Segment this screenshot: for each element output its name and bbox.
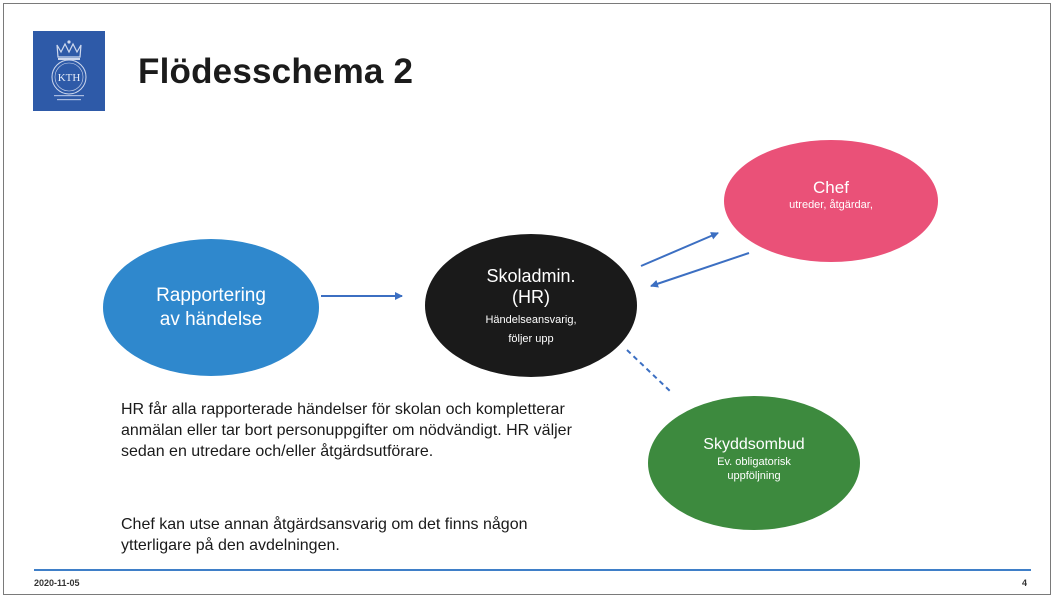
page-number: 4	[1022, 578, 1028, 588]
dashed-link-hr-to-skyddsombud	[626, 349, 672, 393]
note-paragraph-chef: Chef kan utse annan åtgärdsansvarig om d…	[121, 516, 528, 554]
node-hr-sub-2: följer upp	[508, 332, 554, 345]
flow-arrows	[321, 232, 750, 393]
page-title: Flödesschema 2	[138, 52, 414, 91]
footer-divider	[34, 569, 1031, 571]
node-hr-sub-1: Händelseansvarig,	[485, 313, 577, 326]
footer-date: 2020-11-05	[34, 578, 80, 588]
node-skyddsombud: Skyddsombud Ev. obligatorisk uppföljning	[648, 396, 860, 530]
node-chef: Chef utreder, åtgärdar,	[724, 140, 938, 262]
node-chef-sub: utreder, åtgärdar,	[789, 199, 873, 211]
node-chef-label: Chef	[813, 178, 849, 197]
node-hr-label-2: (HR)	[512, 286, 550, 307]
node-skoladmin-hr: Skoladmin. (HR) Händelseansvarig, följer…	[425, 234, 637, 377]
node-skyddsombud-label: Skyddsombud	[703, 436, 805, 453]
node-hr-label-1: Skoladmin.	[486, 265, 576, 286]
node-rapportering: Rapportering av händelse	[103, 239, 319, 376]
arrow-hr-to-chef	[640, 232, 719, 267]
node-rapportering-label-2: av händelse	[159, 308, 263, 330]
node-skyddsombud-sub-1: Ev. obligatorisk	[717, 456, 791, 468]
arrow-chef-to-hr	[650, 252, 750, 288]
slide: KTH Flödesschema 2 Rapportering av hände…	[3, 3, 1051, 595]
node-rapportering-label-1: Rapportering	[156, 284, 266, 306]
note-paragraph-hr: HR får alla rapporterade händelser för s…	[121, 401, 572, 460]
node-skyddsombud-sub-2: uppföljning	[727, 470, 781, 482]
